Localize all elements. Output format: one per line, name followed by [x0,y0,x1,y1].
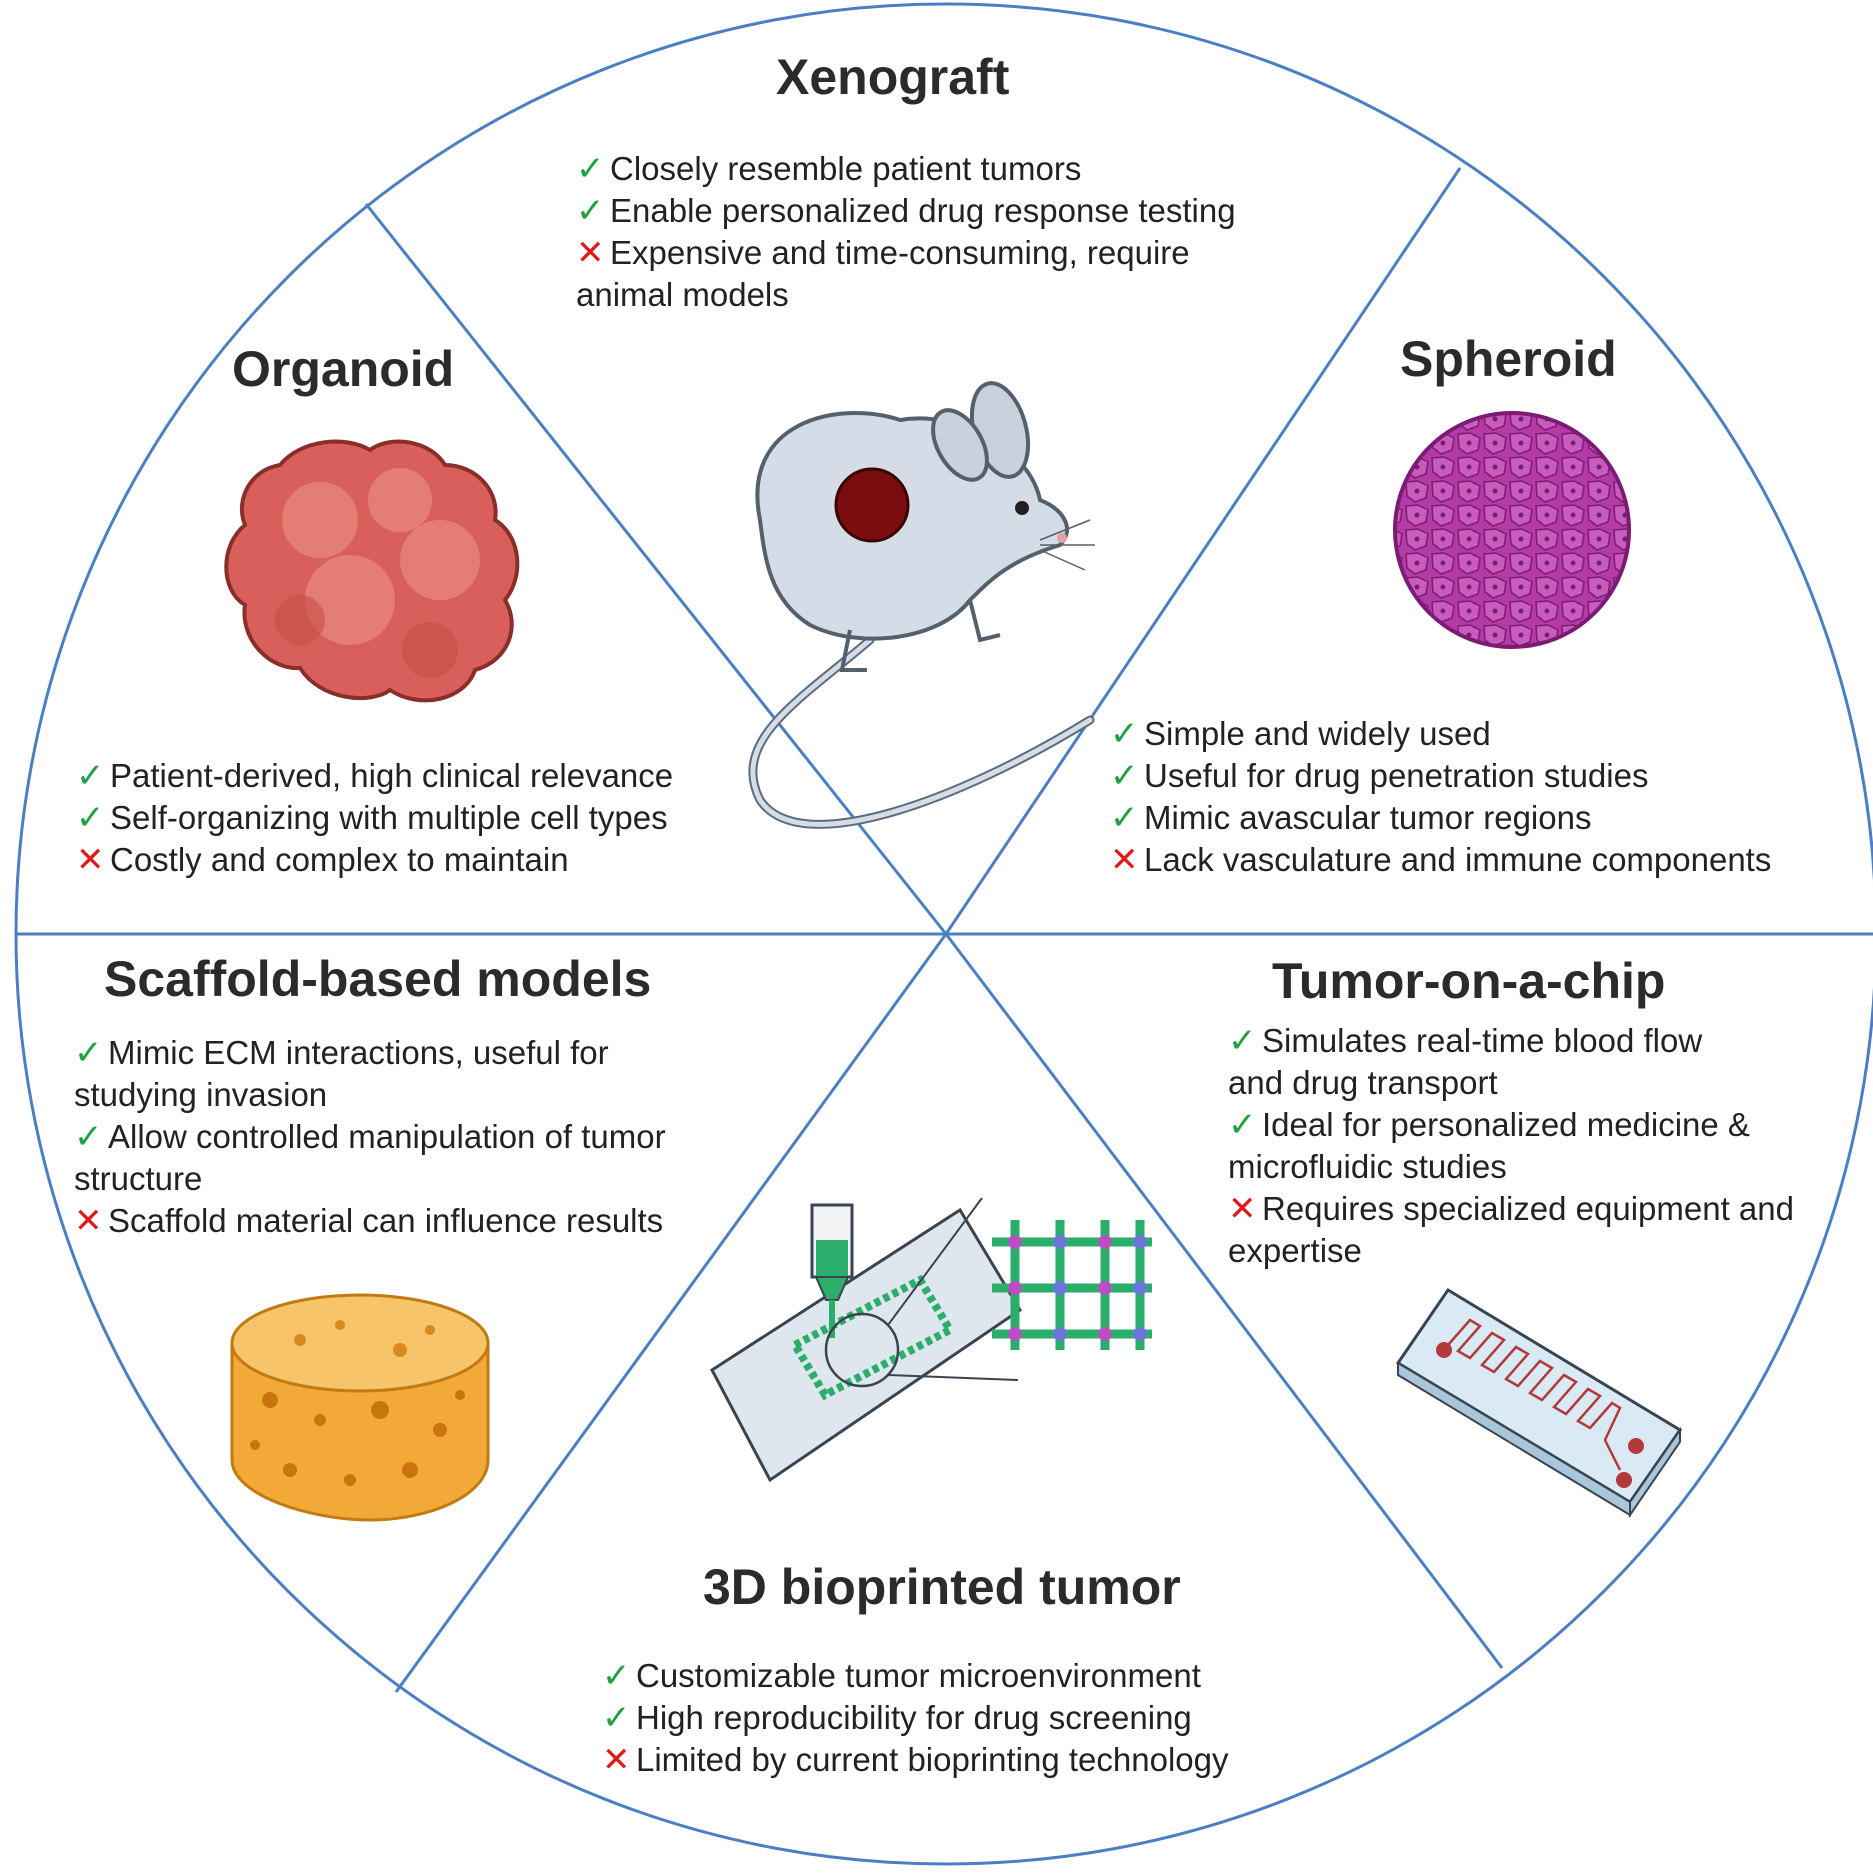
item-text: Mimic avascular tumor regions [1144,799,1592,836]
check-mark-icon: ✓ [74,1034,103,1072]
cross-mark-icon: ✕ [602,1741,631,1779]
list-item: ✕Expensive and time-consuming, require a… [576,232,1276,316]
list-item: ✕Requires specialized equipment and expe… [1228,1188,1808,1272]
item-text: Useful for drug penetration studies [1144,757,1649,794]
list-item: ✓Simulates real-time blood flow and drug… [1228,1020,1758,1104]
cross-mark-icon: ✕ [1228,1190,1257,1228]
check-mark-icon: ✓ [576,192,605,230]
scaffold-list: ✓Mimic ECM interactions, useful for stud… [74,1032,744,1242]
check-mark-icon: ✓ [1228,1106,1257,1144]
item-text: Patient-derived, high clinical relevance [110,757,674,794]
item-text: Lack vasculature and immune components [1144,841,1772,878]
item-text: Scaffold material can influence results [108,1202,664,1239]
list-item: ✓Useful for drug penetration studies [1110,755,1850,797]
divider-upper-left [364,203,948,935]
check-mark-icon: ✓ [1110,799,1139,837]
list-item: ✓High reproducibility for drug screening [602,1697,1322,1739]
divider-lower-left [394,933,948,1693]
cross-mark-icon: ✕ [576,234,605,272]
bioprint-cells [1008,1235,1147,1341]
list-item: ✓Customizable tumor microenvironment [602,1655,1322,1697]
item-text: Costly and complex to maintain [110,841,569,878]
spheroid-illustration [1393,411,1631,649]
list-item: ✓Allow controlled manipulation of tumor … [74,1116,714,1200]
tumor-on-chip-list: ✓Simulates real-time blood flow and drug… [1228,1020,1828,1272]
list-item: ✕Costly and complex to maintain [76,839,756,881]
item-text: Limited by current bioprinting technolog… [636,1741,1229,1778]
check-mark-icon: ✓ [576,150,605,188]
porous-scaffold-illustration [230,1293,490,1522]
xenograft-title: Xenograft [776,49,1010,105]
list-item: ✕Limited by current bioprinting technolo… [602,1739,1322,1781]
tumor-spot [834,467,910,543]
divider-lower-right [944,933,1504,1669]
check-mark-icon: ✓ [602,1699,631,1737]
xenograft-list: ✓Closely resemble patient tumors ✓Enable… [576,148,1316,316]
list-item: ✓Mimic avascular tumor regions [1110,797,1850,839]
check-mark-icon: ✓ [76,799,105,837]
item-text: Closely resemble patient tumors [610,150,1082,187]
check-mark-icon: ✓ [1228,1022,1257,1060]
bioprinted-list: ✓Customizable tumor microenvironment ✓Hi… [602,1655,1322,1781]
microfluidic-chip-illustration [1395,1287,1683,1519]
item-text: Simple and widely used [1144,715,1491,752]
item-text: Self-organizing with multiple cell types [110,799,668,836]
item-text: Mimic ECM interactions, useful for study… [74,1034,609,1113]
check-mark-icon: ✓ [1110,715,1139,753]
cross-mark-icon: ✕ [74,1202,103,1240]
bioprinted-title: 3D bioprinted tumor [703,1559,1181,1615]
scaffold-title: Scaffold-based models [104,951,652,1007]
mouse-with-tumor-illustration [748,381,1095,829]
item-text: Simulates real-time blood flow and drug … [1228,1022,1703,1101]
list-item: ✓Patient-derived, high clinical relevanc… [76,755,756,797]
list-item: ✓Ideal for personalized medicine & micro… [1228,1104,1808,1188]
item-text: Requires specialized equipment and exper… [1228,1190,1794,1269]
item-text: Allow controlled manipulation of tumor s… [74,1118,666,1197]
tumor-on-chip-title: Tumor-on-a-chip [1272,953,1666,1009]
list-item: ✓Mimic ECM interactions, useful for stud… [74,1032,674,1116]
organoid-list: ✓Patient-derived, high clinical relevanc… [76,755,756,881]
item-text: Enable personalized drug response testin… [610,192,1236,229]
list-item: ✕Scaffold material can influence results [74,1200,744,1242]
organoid-title: Organoid [232,341,455,397]
spheroid-list: ✓Simple and widely used ✓Useful for drug… [1110,713,1850,881]
item-text: Customizable tumor microenvironment [636,1657,1201,1694]
cross-mark-icon: ✕ [76,841,105,879]
check-mark-icon: ✓ [76,757,105,795]
list-item: ✓Simple and widely used [1110,713,1850,755]
check-mark-icon: ✓ [602,1657,631,1695]
spheroid-title: Spheroid [1400,331,1617,387]
list-item: ✓Enable personalized drug response testi… [576,190,1316,232]
check-mark-icon: ✓ [1110,757,1139,795]
item-text: High reproducibility for drug screening [636,1699,1192,1736]
list-item: ✓Closely resemble patient tumors [576,148,1316,190]
check-mark-icon: ✓ [74,1118,103,1156]
organoid-illustration [224,439,520,703]
list-item: ✓Self-organizing with multiple cell type… [76,797,756,839]
list-item: ✕Lack vasculature and immune components [1110,839,1850,881]
divider-upper-right [944,167,1462,935]
bioprinter-nozzle-illustration [710,1197,1152,1483]
item-text: Expensive and time-consuming, require an… [576,234,1190,313]
item-text: Ideal for personalized medicine & microf… [1228,1106,1750,1185]
cross-mark-icon: ✕ [1110,841,1139,879]
